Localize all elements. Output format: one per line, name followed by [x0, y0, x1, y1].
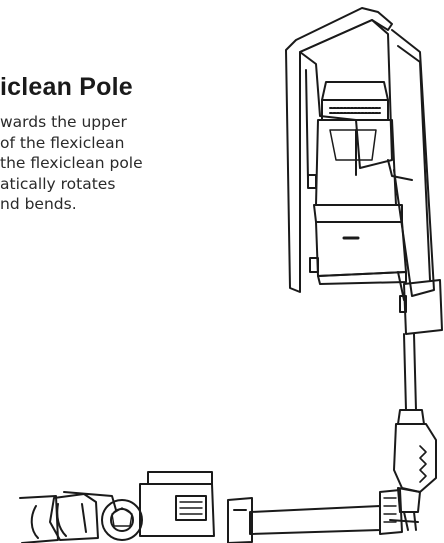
instruction-line: the flexiclean pole: [0, 154, 143, 172]
vacuum-handle: [285, 7, 435, 297]
instruction-line: atically rotates: [0, 174, 116, 193]
section-heading: iclean Pole: [0, 73, 133, 101]
instruction-text: wards the upper of the flexiclean the fl…: [0, 112, 143, 215]
vacuum-battery: [399, 279, 443, 335]
vacuum-wand: [389, 333, 437, 531]
instruction-line: of the flexiclean: [0, 133, 125, 152]
instruction-line: wards the upper: [0, 113, 127, 131]
instruction-line: nd bends.: [0, 195, 77, 213]
vacuum-motor-unit: [307, 81, 407, 301]
vacuum-floor-head: [19, 471, 215, 543]
flexiclean-pole: [227, 489, 403, 543]
